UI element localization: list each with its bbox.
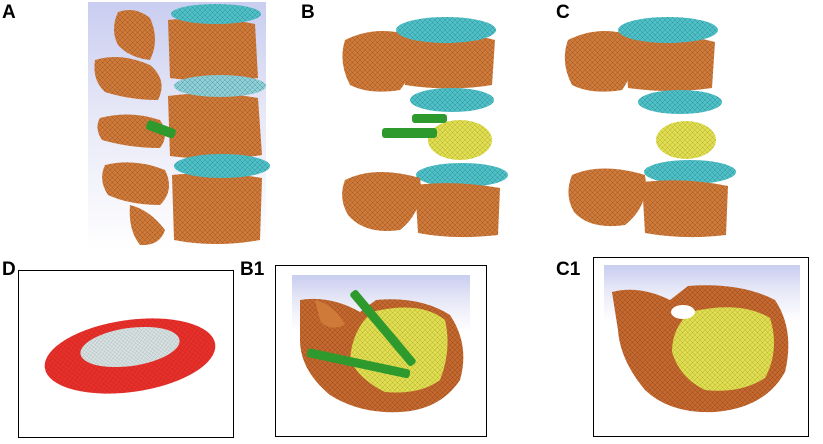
panel-a-posterior-elements <box>94 10 169 246</box>
panel-b-spine-model <box>342 17 508 238</box>
panel-b1-screw-upper <box>350 289 416 367</box>
panel-label-b: B <box>301 2 315 23</box>
panel-a-discs <box>171 4 270 178</box>
panel-a-screw <box>145 120 176 139</box>
panel-b1-screw-lower <box>306 348 411 379</box>
panel-label-a: A <box>2 2 16 23</box>
panel-label-b1: B1 <box>240 259 265 280</box>
panel-label-c: C <box>556 2 570 23</box>
panel-label-c1: C1 <box>556 259 581 280</box>
panel-label-d: D <box>2 259 16 280</box>
panel-c-spine-model <box>564 17 736 238</box>
panel-a-vertebral-bodies <box>168 18 262 244</box>
